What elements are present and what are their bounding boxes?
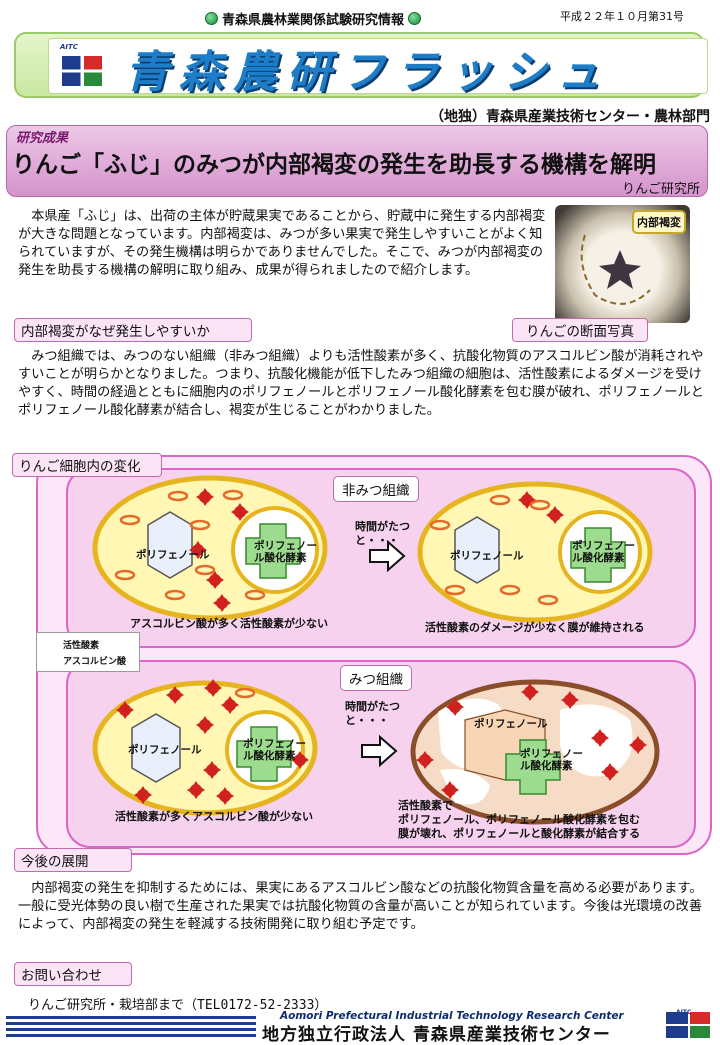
photo-label: 内部褐変 — [632, 210, 686, 234]
organization-name: （地独）青森県産業技術センター・農林部門 — [430, 109, 710, 125]
diagram-legend — [36, 632, 140, 672]
label-polyphenol: ポリフェノール — [450, 550, 524, 562]
label-enzyme: ポリフェノール酸化酵素 — [520, 748, 583, 772]
polyphenol-hexagon — [147, 511, 193, 579]
aitc-logo-icon — [62, 56, 102, 86]
series-tag: 青森県農林業関係試験研究情報 — [205, 8, 490, 28]
section-label-future: 今後の展開 — [14, 848, 132, 872]
label-polyphenol: ポリフェノール — [474, 718, 548, 730]
caption-non-mitsu-right: 活性酸素のダメージが少なく膜が維持される — [425, 621, 645, 634]
time-label: 時間がたつと・・・ — [345, 700, 400, 727]
headline-box — [6, 125, 708, 197]
series-tag-text: 青森県農林業関係試験研究情報 — [222, 12, 405, 28]
tag-mitsu: みつ組織 — [340, 665, 412, 691]
logo-text: AITC — [60, 43, 78, 51]
legend-ros: 活性酸素 — [63, 641, 100, 651]
issue-number: 平成２２年１０月第31号 — [560, 10, 684, 23]
footer-stripes — [6, 1012, 710, 1038]
article-category: 研究成果 — [16, 131, 69, 146]
section-label-contact: お問い合わせ — [14, 962, 132, 986]
time-arrow-icon — [361, 734, 398, 768]
label-enzyme: ポリフェノール酸化酵素 — [572, 540, 635, 564]
label-polyphenol: ポリフェノール — [136, 549, 210, 561]
green-dot-icon — [408, 11, 422, 25]
caption-mitsu-right-3: 膜が壊れ、ポリフェノールと酸化酵素が結合する — [398, 827, 641, 840]
time-label: 時間がたつと・・・ — [355, 520, 410, 547]
photo-caption: りんごの断面写真 — [512, 318, 648, 342]
article-lab: りんご研究所 — [621, 182, 700, 197]
caption-mitsu-right-1: 活性酸素で — [398, 799, 453, 812]
caption-mitsu-right-2: ポリフェノール、ポリフェノール酸化酵素を包む — [398, 813, 640, 826]
apple-star-icon — [580, 234, 651, 305]
tag-non-mitsu: 非みつ組織 — [333, 476, 419, 502]
label-enzyme: ポリフェノール酸化酵素 — [254, 540, 317, 564]
section-label-why: 内部褐変がなぜ発生しやすいか — [14, 318, 252, 342]
label-enzyme: ポリフェノール酸化酵素 — [243, 738, 306, 762]
caption-mitsu-left: 活性酸素が多くアスコルビン酸が少ない — [115, 810, 313, 823]
section1-body: みつ組織では、みつのない組織（非みつ組織）よりも活性酸素が多く、抗酸化物質のアス… — [18, 349, 704, 418]
article-title: りんご「ふじ」のみつが内部褐変の発生を助長する機構を解明 — [12, 152, 656, 178]
caption-non-mitsu-left: アスコルビン酸が多く活性酸素が少ない — [130, 617, 328, 630]
intro-paragraph: 本県産「ふじ」は、出荷の主体が貯蔵果実であることから、貯蔵中に発生する内部褐変が… — [18, 209, 546, 278]
enzyme-cross — [245, 523, 301, 579]
label-polyphenol: ポリフェノール — [128, 744, 202, 756]
time-arrow-icon — [369, 539, 406, 573]
footer-org-en: Aomori Prefectural Industrial Technology… — [280, 1010, 624, 1022]
section2-body: 内部褐変の発生を抑制するためには、果実にあるアスコルビン酸などの抗酸化物質含量を… — [18, 881, 703, 932]
newsletter-title: 青森農研フラッシュ — [125, 47, 611, 98]
footer-logo-text: AITC — [676, 1009, 692, 1016]
green-dot-icon — [205, 11, 218, 25]
section-label-cell-change: りんご細胞内の変化 — [12, 453, 162, 477]
contact-info: りんご研究所・栽培部まで（TEL0172-52-2333） — [28, 998, 328, 1013]
title-banner-inner — [48, 38, 708, 94]
legend-ascorbic: アスコルビン酸 — [63, 657, 127, 667]
footer-org-jp: 地方独立行政法人 青森県産業技術センター — [262, 1025, 611, 1045]
